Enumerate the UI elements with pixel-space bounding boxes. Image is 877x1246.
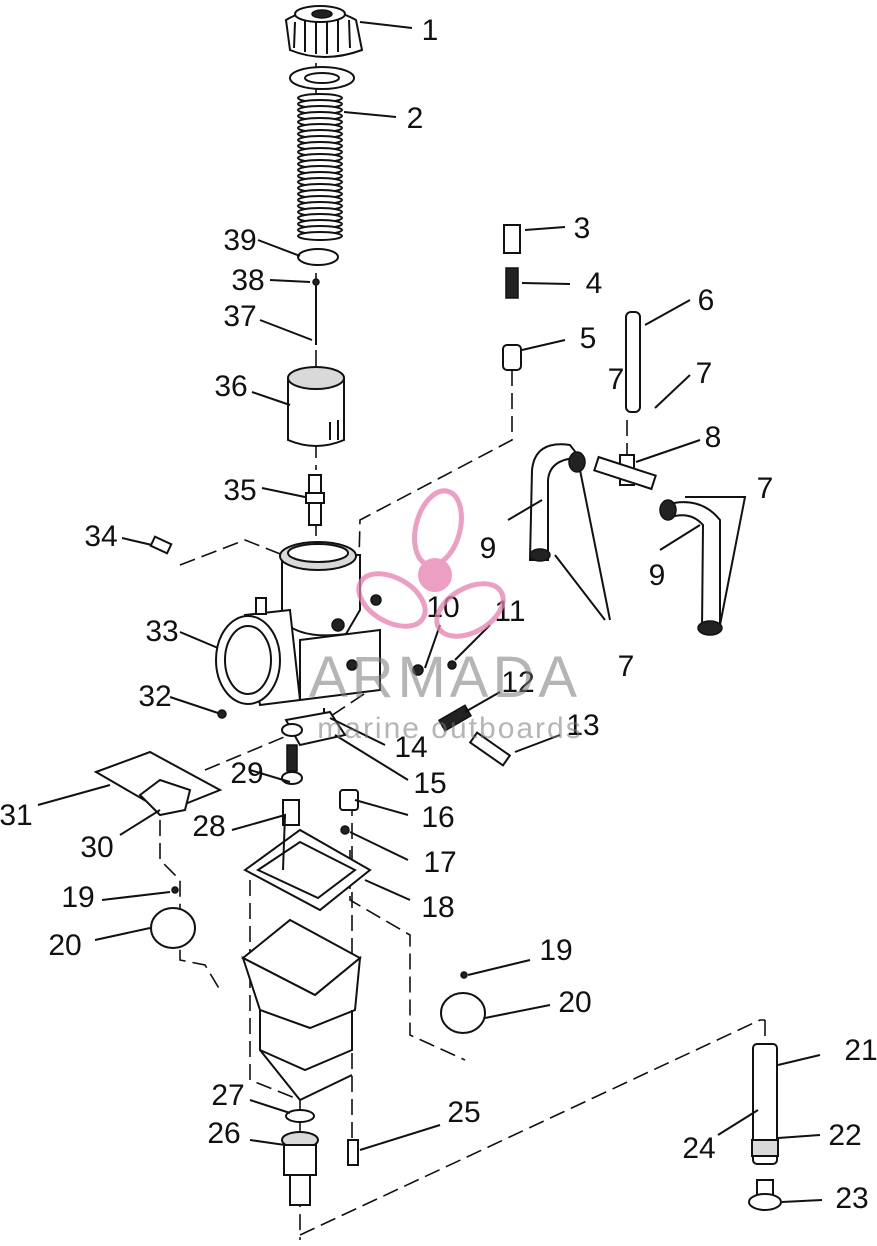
float-part-20b (440, 992, 486, 1034)
callout-29: 29 (230, 757, 263, 790)
callout-26: 26 (207, 1117, 240, 1150)
screw-part-10 (412, 664, 424, 676)
callout-38: 38 (231, 264, 264, 297)
plunger-part-5 (502, 344, 522, 371)
main-jet-part (282, 799, 300, 826)
callout-13: 13 (566, 709, 599, 742)
callout-9: 9 (649, 559, 666, 592)
callout-19: 19 (61, 881, 94, 914)
float-part-20a (150, 907, 196, 949)
callout-12: 12 (501, 666, 534, 699)
callout-31: 31 (0, 799, 33, 832)
hose-part-9b (663, 501, 721, 631)
callout-32: 32 (138, 680, 171, 713)
callout-7: 7 (696, 357, 713, 390)
needle-jet-part (305, 474, 325, 526)
tee-fitting-part (593, 454, 657, 491)
callout-34: 34 (84, 520, 117, 553)
air-screw-part (149, 535, 173, 555)
callout-37: 37 (223, 300, 256, 333)
carburetor-body-part (215, 541, 382, 707)
callout-30: 30 (80, 831, 113, 864)
float-pin-part-19b (460, 971, 468, 979)
watermark: ARMADA marine outboards (309, 488, 582, 745)
callout-23: 23 (835, 1182, 868, 1215)
callout-17: 17 (423, 846, 456, 879)
callout-3: 3 (574, 212, 591, 245)
callout-18: 18 (421, 891, 454, 924)
callout-4: 4 (586, 267, 603, 300)
callout-20: 20 (48, 929, 81, 962)
callout-25: 25 (447, 1096, 480, 1129)
watermark-tagline: marine outboards (317, 712, 582, 745)
leader-lines (37, 21, 823, 1203)
callout-16: 16 (421, 801, 454, 834)
screw-part-32 (217, 709, 227, 719)
callout-7: 7 (608, 363, 625, 396)
callout-24: 24 (682, 1132, 715, 1165)
needle-valve-part (281, 723, 303, 785)
drain-bolt-part (748, 1179, 782, 1211)
float-bowl-part (241, 918, 362, 1102)
parts (93, 5, 782, 1211)
fitting-part-3 (503, 224, 521, 254)
callout-2: 2 (407, 102, 424, 135)
callout-14: 14 (394, 731, 427, 764)
callout-1: 1 (422, 14, 439, 47)
callout-28: 28 (192, 810, 225, 843)
callout-19: 19 (539, 934, 572, 967)
spring-coil (297, 231, 343, 241)
throttle-valve-part (287, 366, 345, 447)
callout-9: 9 (480, 532, 497, 565)
callout-33: 33 (145, 615, 178, 648)
clip-part (312, 278, 320, 286)
gasket-part (243, 828, 372, 912)
callout-21: 21 (844, 1034, 877, 1067)
callout-6: 6 (698, 284, 715, 317)
watermark-brand: ARMADA (309, 645, 581, 710)
retainer-plate-part (297, 248, 339, 266)
spring-part (297, 93, 343, 241)
screw-part-11 (447, 660, 457, 670)
drain-plug-part (281, 1131, 319, 1206)
float-pin-part-19a (171, 886, 179, 894)
callout-22: 22 (828, 1119, 861, 1152)
overflow-tube-part (751, 1043, 779, 1165)
vent-tube-part (625, 311, 641, 413)
callout-36: 36 (214, 370, 247, 403)
callout-35: 35 (223, 474, 256, 507)
callout-20: 20 (558, 986, 591, 1019)
cap-part (284, 5, 364, 58)
callout-27: 27 (211, 1079, 244, 1112)
small-jet-part (340, 825, 350, 835)
bowl-screw-part (347, 1139, 359, 1166)
callout-5: 5 (580, 322, 597, 355)
propeller-logo (356, 488, 506, 639)
o-ring-part (285, 1109, 315, 1123)
callout-8: 8 (705, 421, 722, 454)
spring-part-4 (505, 267, 519, 299)
callout-7: 7 (618, 650, 635, 683)
idle-screw-part (468, 731, 512, 767)
callout-7: 7 (757, 472, 774, 505)
callout-15: 15 (413, 767, 446, 800)
callout-39: 39 (223, 224, 256, 257)
